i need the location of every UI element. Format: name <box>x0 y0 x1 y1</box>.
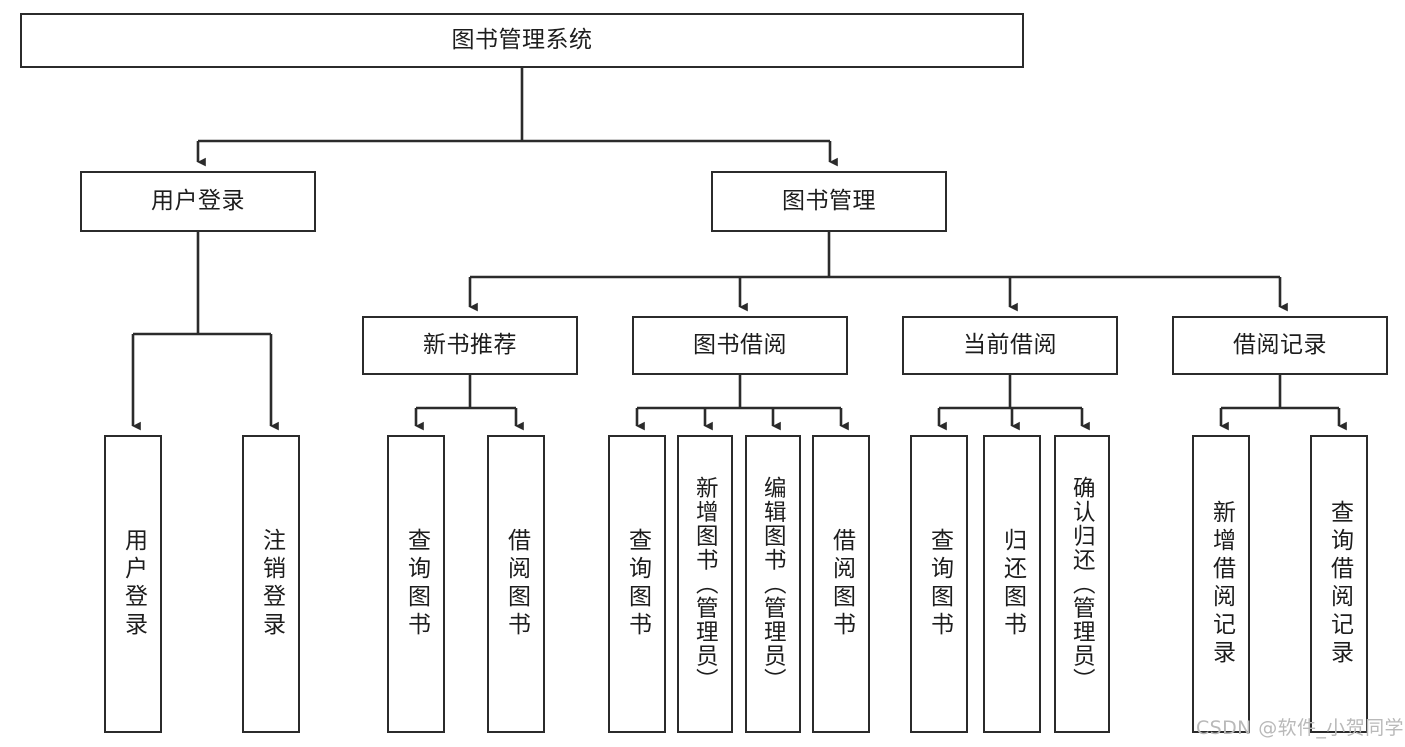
node-leaf-add-book-admin[interactable]: 新增图书（管理员） <box>677 435 733 733</box>
node-leaf-confirm-return-admin[interactable]: 确认归还（管理员） <box>1054 435 1110 733</box>
node-new-book-recommend[interactable]: 新书推荐 <box>362 316 578 375</box>
node-leaf-borrow-book-2[interactable]: 借阅图书 <box>812 435 870 733</box>
node-borrow-record[interactable]: 借阅记录 <box>1172 316 1388 375</box>
node-book-manage-label: 图书管理 <box>782 187 876 214</box>
node-leaf-query-book-1[interactable]: 查询图书 <box>387 435 445 733</box>
node-borrow-record-label: 借阅记录 <box>1233 331 1327 358</box>
node-leaf-query-book-2-label: 查询图书 <box>624 528 651 640</box>
node-leaf-query-book-3[interactable]: 查询图书 <box>910 435 968 733</box>
node-leaf-borrow-book-1[interactable]: 借阅图书 <box>487 435 545 733</box>
node-user-login-label: 用户登录 <box>151 187 245 214</box>
node-leaf-borrow-book-2-label: 借阅图书 <box>828 528 855 640</box>
node-leaf-query-borrow-record-label: 查询借阅记录 <box>1326 500 1353 668</box>
node-leaf-add-borrow-record[interactable]: 新增借阅记录 <box>1192 435 1250 733</box>
node-root-label: 图书管理系统 <box>451 26 593 53</box>
node-leaf-query-book-1-label: 查询图书 <box>403 528 430 640</box>
node-leaf-return-book-label: 归还图书 <box>999 528 1026 640</box>
node-leaf-add-borrow-record-label: 新增借阅记录 <box>1208 500 1235 668</box>
node-leaf-user-logout-label: 注销登录 <box>258 528 285 640</box>
node-current-borrow-label: 当前借阅 <box>963 331 1057 358</box>
node-leaf-edit-book-admin[interactable]: 编辑图书（管理员） <box>745 435 801 733</box>
node-root[interactable]: 图书管理系统 <box>20 13 1024 68</box>
node-book-manage[interactable]: 图书管理 <box>711 171 947 232</box>
node-leaf-user-logout[interactable]: 注销登录 <box>242 435 300 733</box>
node-user-login[interactable]: 用户登录 <box>80 171 316 232</box>
node-leaf-borrow-book-1-label: 借阅图书 <box>503 528 530 640</box>
node-book-borrow-label: 图书借阅 <box>693 331 787 358</box>
node-leaf-user-login[interactable]: 用户登录 <box>104 435 162 733</box>
node-leaf-confirm-return-admin-label: 确认归还（管理员） <box>1069 476 1096 692</box>
node-leaf-user-login-label: 用户登录 <box>120 528 147 640</box>
node-current-borrow[interactable]: 当前借阅 <box>902 316 1118 375</box>
node-leaf-query-borrow-record[interactable]: 查询借阅记录 <box>1310 435 1368 733</box>
node-leaf-query-book-3-label: 查询图书 <box>926 528 953 640</box>
node-leaf-query-book-2[interactable]: 查询图书 <box>608 435 666 733</box>
node-leaf-edit-book-admin-label: 编辑图书（管理员） <box>760 476 787 692</box>
node-leaf-add-book-admin-label: 新增图书（管理员） <box>692 476 719 692</box>
node-book-borrow[interactable]: 图书借阅 <box>632 316 848 375</box>
node-new-book-recommend-label: 新书推荐 <box>423 331 517 358</box>
node-leaf-return-book[interactable]: 归还图书 <box>983 435 1041 733</box>
